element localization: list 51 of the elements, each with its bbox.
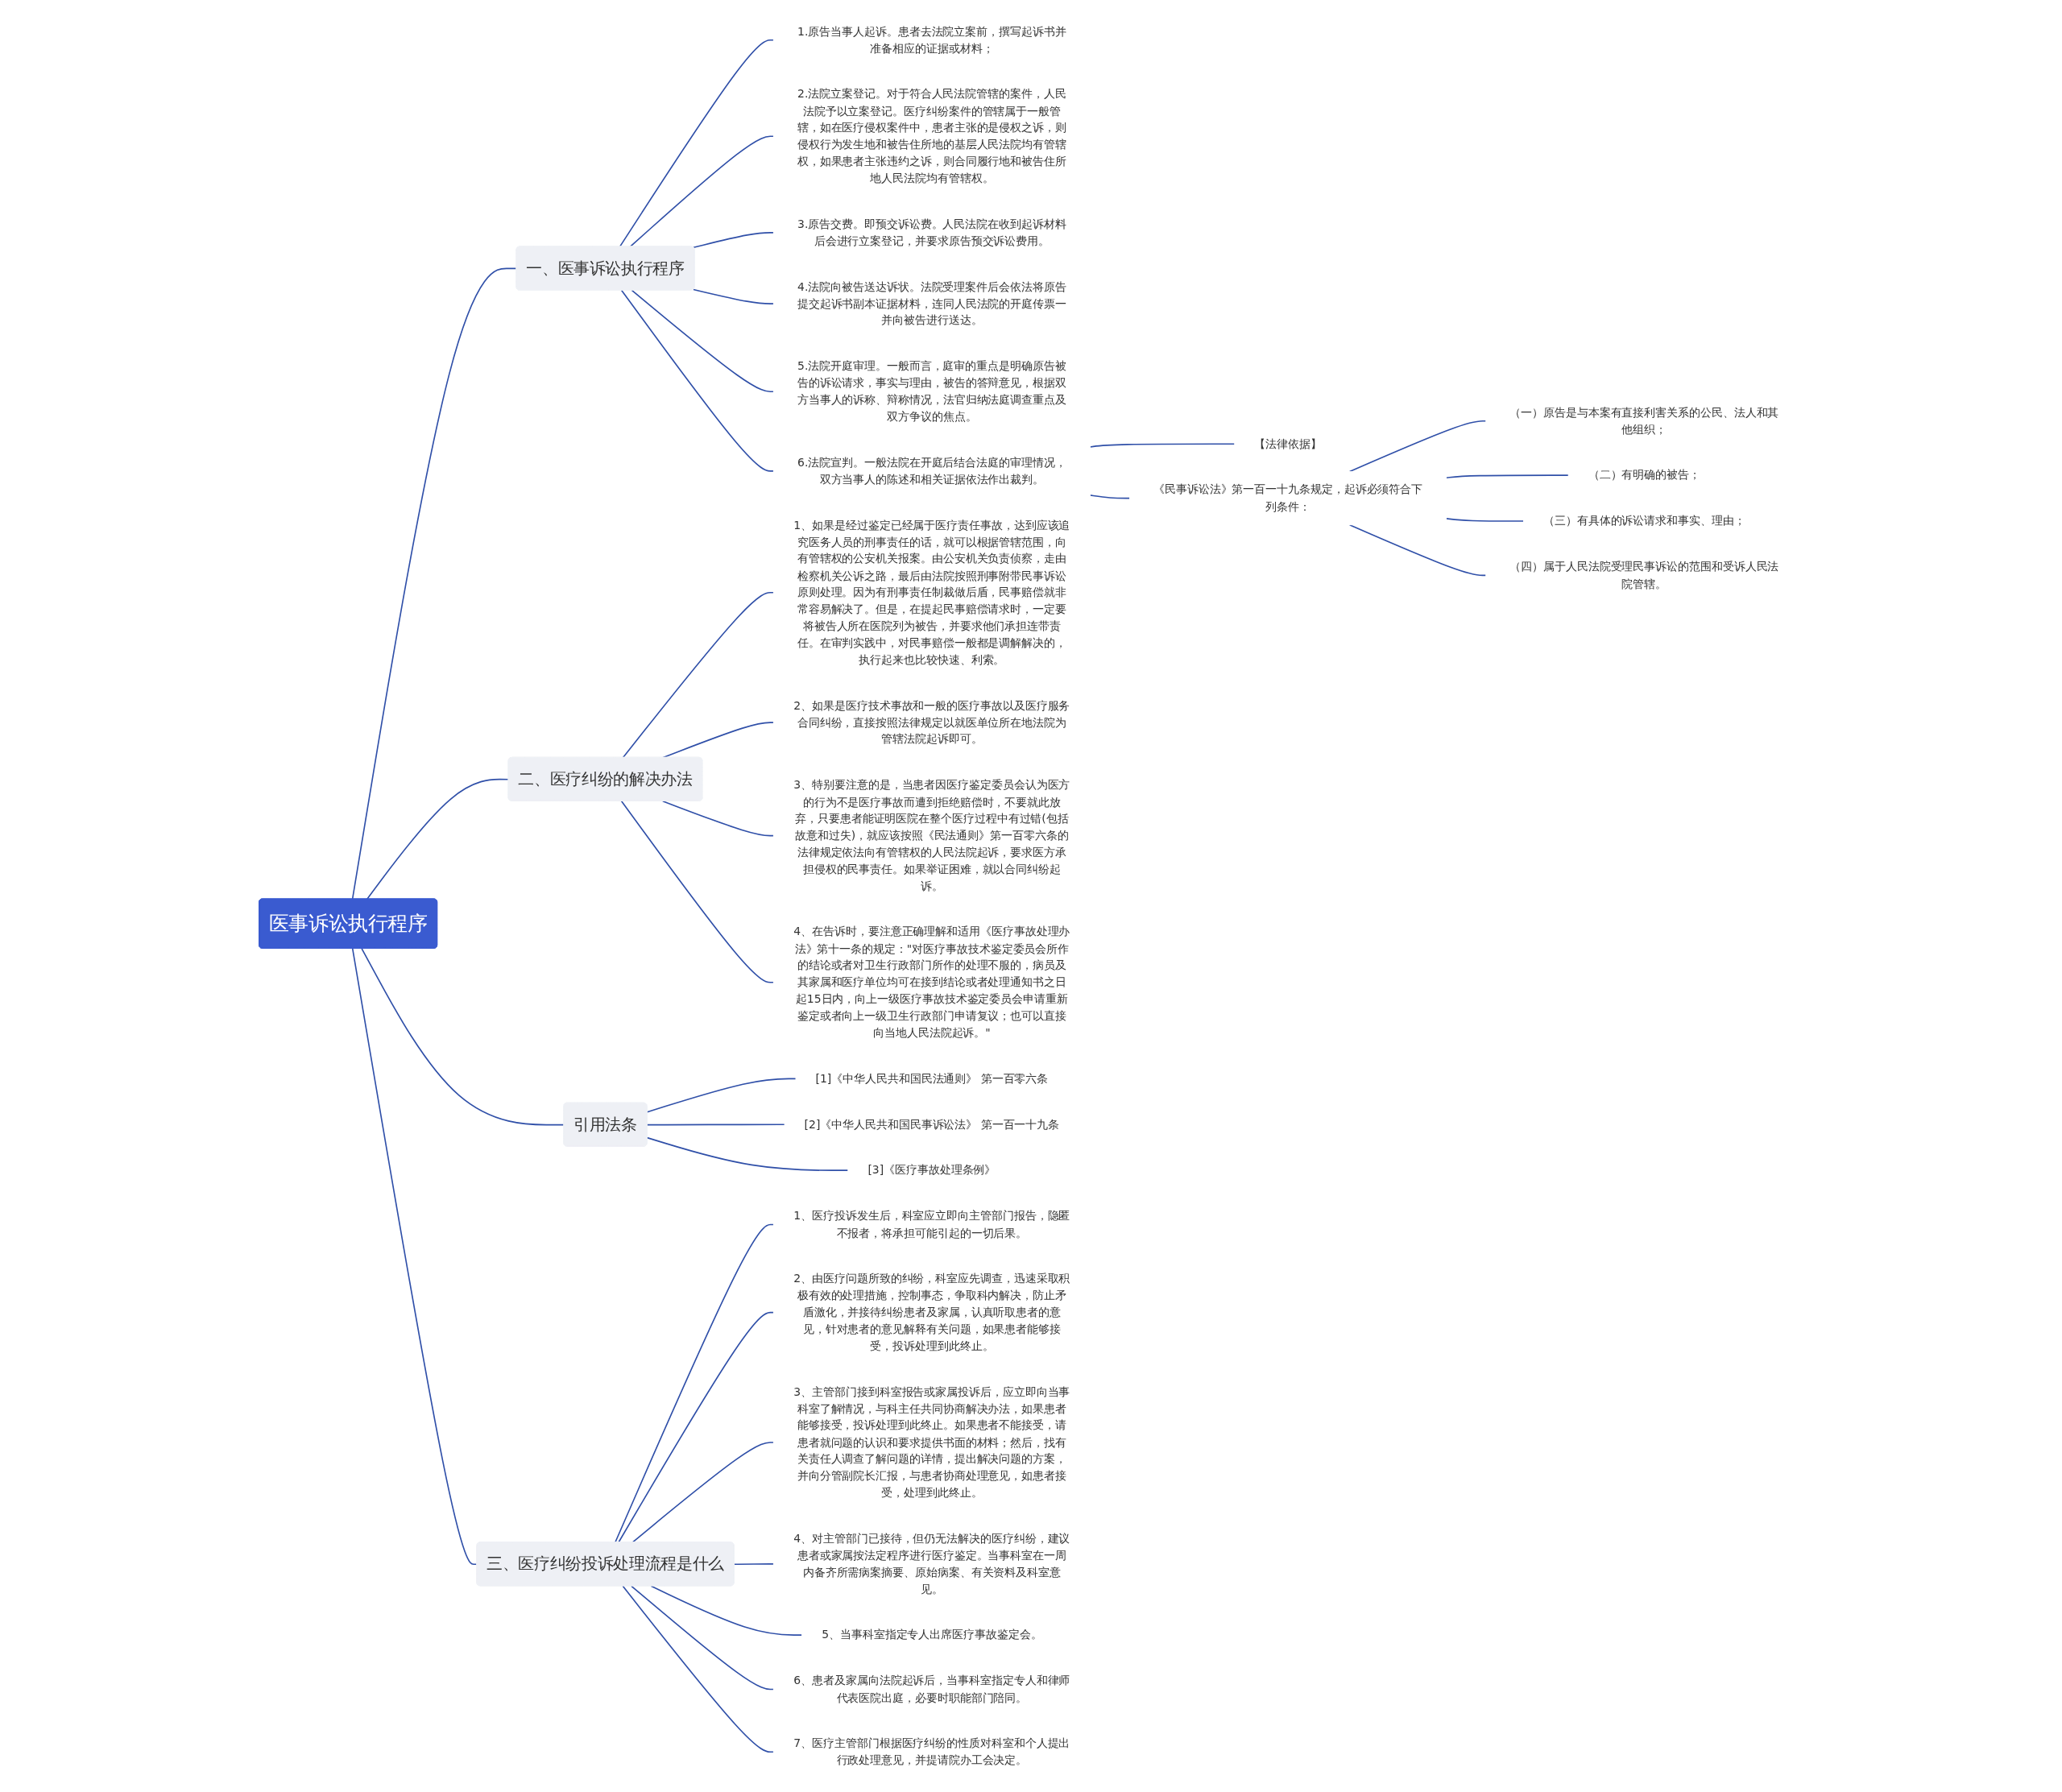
- node-text: 5.法院开庭审理。一般而言，庭审的重点是明确原告被告的诉讼请求，事实与理由，被告的答辩意见，根据双方当事人的诉称、辩称情况，法官归纳法庭调查重点及双方争议的焦点。: [797, 359, 1067, 424]
- node-text: 4、在告诉时，要注意正确理解和适用《医疗事故处理办法》第十一条的规定："对医疗事故技术鉴定委员会所作的结论或者对卫生行政部门所作的处理不服的，病员及其家属和医疗单位均可在接到结论或者处理通知书之日起15日内，向上一级医疗事故技术鉴定委员会申请重新鉴定或者向上一级卫生行政部门申请复议；也可以直接向当地人民法院起诉。": [793, 925, 1070, 1040]
- node-text: 5、当事科室指定专人出席医疗事故鉴定会。: [822, 1628, 1042, 1641]
- connector: [622, 1585, 775, 1753]
- node-text: 2、由医疗问题所致的纠纷，科室应先调查，迅速采取积极有效的处理措施，控制事态，争取科内解决，防止矛盾激化，并接待纠纷患者及家属，认真听取患者的意见，针对患者的意见解释有关问题，如果患者能够接受，投诉处理到此终止。: [793, 1272, 1070, 1352]
- connector: [1349, 420, 1487, 473]
- node-text: （四）属于人民法院受理民事诉讼的范围和受诉人民法院管辖。: [1509, 560, 1779, 590]
- node-text: 6.法院宣判。一般法院在开庭后结合法庭的审理情况，双方当事人的陈述和相关证据依法作出裁判。: [797, 455, 1066, 486]
- connector: [1349, 524, 1487, 577]
- node-text: 3、主管部门接到科室报告或家属投诉后，应立即向当事科室了解情况，与科主任共同协商解决办法，如果患者能够接受，投诉处理到此终止。如果患者不能接受，请患者就问题的认识和要求提供书面的材料；然后，找有关责任人调查了解问题的详情，提出解决问题的方案，并向分管副院长汇报，与患者协商处理意见，如患者接受，处理到此终止。: [793, 1384, 1070, 1500]
- connector: [693, 288, 775, 304]
- node-text: 1、如果是经过鉴定已经属于医疗责任事故，达到应该追究医务人员的刑事责任的话，就可以根据管辖范围，向有管辖权的公安机关报案。由公安机关负责侦察，走由检察机关公诉之路，最后由法院按照刑事附带民事诉讼原则处理。因为有刑事责任制裁做后盾，民事赔偿就非常容易解决了。但是，在提起民事赔偿请求时，一定要将被告人所在医院列为被告，并要求他们承担连带责任。在审判实践中，对民事赔偿一般都是调解解决的，执行起来也比较快速、利索。: [793, 518, 1070, 666]
- connector: [662, 722, 775, 759]
- connector: [734, 1563, 775, 1566]
- node-text: 2.法院立案登记。对于符合人民法院管辖的案件，人民法院予以立案登记。医疗纠纷案件的管辖属于一般管辖，如在医疗侵权案件中，患者主张的是侵权之诉，则侵权行为发生地和被告住所地的基层人民法院均有管辖权，如果患者主张违约之诉，则合同履行地和被告住所地人民法院均有管辖权。: [797, 87, 1067, 185]
- node-text: 【法律依据】: [1254, 437, 1323, 450]
- connector: [631, 289, 775, 393]
- node-text: 7、医疗主管部门根据医疗纠纷的性质对科室和个人提出行政处理意见，并提请院办工会决定。: [793, 1736, 1070, 1767]
- connector: [1089, 443, 1236, 448]
- node-text: 《民事诉讼法》第一百一十九条规定，起诉必须符合下列条件：: [1153, 482, 1423, 513]
- connector: [621, 289, 775, 472]
- node-text: 4.法院向被告送达诉状。法院受理案件后会依法将原告提交起诉书副本证据材料，连同人民法院的开庭传票一并向被告进行送达。: [797, 279, 1067, 327]
- node-text: （三）有具体的诉讼请求和事实、理由；: [1543, 514, 1745, 528]
- node-text: （一）原告是与本案有直接利害关系的公民、法人和其他组织；: [1509, 405, 1779, 436]
- connector: [619, 39, 775, 248]
- node-text: [3]《医疗事故处理条例》: [867, 1163, 996, 1177]
- connector: [621, 800, 775, 983]
- node-text: 2、如果是医疗技术事故和一般的医疗事故以及医疗服务合同纠纷，直接按照法律规定以就医单位所在地法院为管辖法院起诉即可。: [793, 698, 1070, 746]
- node-text: 1.原告当事人起诉。患者去法院立案前，撰写起诉书并准备相应的证据或材料；: [797, 24, 1066, 55]
- node-text: 6、患者及家属向法院起诉后，当事科室指定专人和律师代表医院出庭，必要时职能部门陪同。: [793, 1674, 1070, 1704]
- node-text: （二）有明确的被告；: [1588, 468, 1701, 482]
- connector: [622, 591, 775, 759]
- connector: [631, 1585, 775, 1691]
- connector: [646, 1124, 786, 1126]
- connector: [1446, 474, 1570, 479]
- node-text: 3、特别要注意的是，当患者因医疗鉴定委员会认为医方的行为不是医疗事故而遭到拒绝赔偿时，不要就此放弃，只要患者能证明医院在整个医疗过程中有过错(包括故意和过失)，就应该按照《民法通则》第一百零六条的法律规定依法向有管辖权的人民法院起诉，要求医方承担侵权的民事责任。如果举证困难，就以合同纠纷起诉。: [793, 778, 1070, 892]
- connector: [629, 135, 775, 248]
- connector: [1446, 518, 1525, 522]
- connector: [646, 1078, 797, 1113]
- node-text: 1、医疗投诉发生后，科室应立即向主管部门报告，隐匿不报者，将承担可能引起的一切后果。: [793, 1209, 1070, 1240]
- connector: [1089, 495, 1131, 499]
- node-text: [1]《中华人民共和国民法通则》 第一百零六条: [815, 1071, 1049, 1085]
- connector: [646, 1136, 849, 1171]
- node-text: 4、对主管部门已接待，但仍无法解决的医疗纠纷，建议患者或家属按法定程序进行医疗鉴定。当事科室在一周内备齐所需病案摘要、原始病案、有关资料及科室意见。: [793, 1531, 1070, 1595]
- connector: [693, 232, 775, 249]
- node-text: 3.原告交费。即预交诉讼费。人民法院在收到起诉材料后会进行立案登记，并要求原告预交诉讼费用。: [797, 217, 1066, 247]
- connector: [361, 948, 565, 1126]
- connector: [650, 1585, 803, 1636]
- connector: [662, 800, 775, 837]
- node-text: [2]《中华人民共和国民事诉讼法》 第一百一十九条: [804, 1117, 1060, 1131]
- connector: [352, 948, 478, 1566]
